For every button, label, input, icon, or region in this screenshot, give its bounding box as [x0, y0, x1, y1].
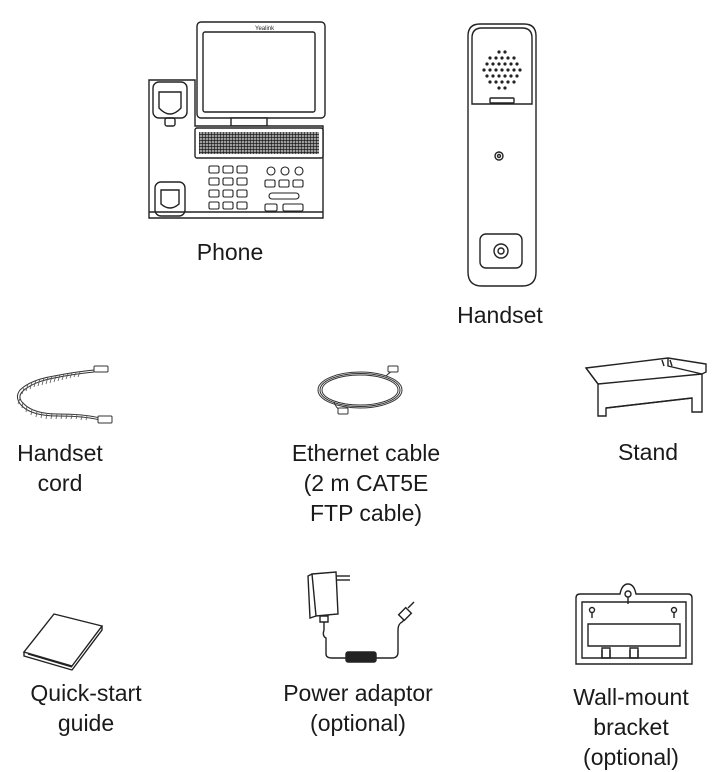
item-label-line: Stand	[617, 439, 679, 465]
item-label: Stand	[588, 437, 708, 467]
item-label: Power adaptor (optional)	[260, 678, 456, 738]
item-label-line: Power adaptor	[283, 680, 433, 706]
desk-phone-icon: Yealink	[147, 22, 327, 222]
item-label-line: bracket	[593, 714, 669, 740]
power-adaptor-icon	[306, 570, 416, 670]
wall-bracket-icon	[572, 584, 696, 668]
stand-icon	[584, 356, 710, 418]
logo-text: Yealink	[255, 26, 275, 32]
handset-icon	[462, 22, 542, 290]
item-label-line: (2 m CAT5E	[303, 470, 429, 496]
item-label-line: Phone	[196, 239, 264, 265]
item-label-line: Quick-start	[30, 680, 142, 706]
item-label-line: Ethernet cable	[291, 440, 441, 466]
item-label: Phone	[170, 237, 290, 267]
item-label-line: Handset	[457, 302, 543, 328]
item-label-line: (optional)	[310, 710, 406, 736]
item-label: Quick-start guide	[14, 678, 158, 738]
item-label-line: Handset	[17, 440, 103, 466]
item-label-line: guide	[57, 710, 115, 736]
item-label-line: (optional)	[583, 744, 679, 770]
item-label: Handset	[440, 300, 560, 330]
item-label-line: Wall-mount	[573, 684, 689, 710]
item-label: Wall-mount bracket (optional)	[556, 682, 706, 772]
booklet-icon	[20, 612, 106, 668]
item-label: Ethernet cable (2 m CAT5E FTP cable)	[268, 438, 464, 528]
item-label: Handset cord	[0, 438, 120, 498]
item-label-line: FTP cable)	[309, 500, 423, 526]
ethernet-cable-icon	[314, 366, 406, 418]
item-label-line: cord	[37, 470, 83, 496]
coiled-cord-icon	[14, 366, 114, 426]
